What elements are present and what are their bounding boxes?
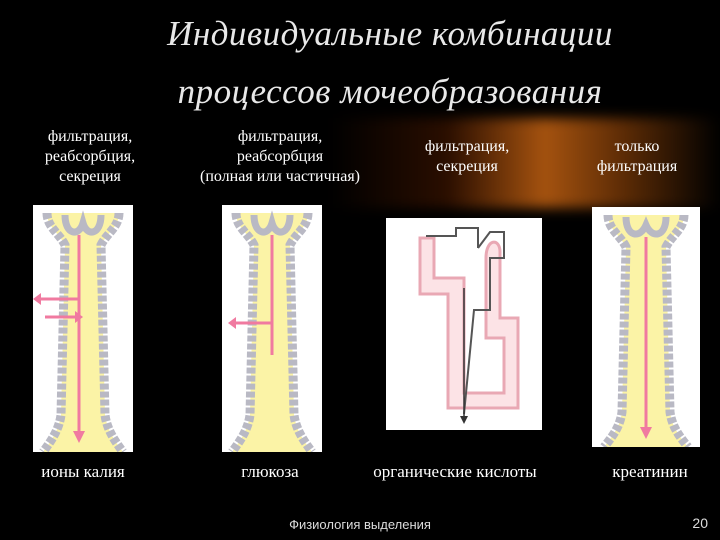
tubule-wall-left [604, 215, 626, 447]
page-number: 20 [692, 515, 708, 531]
caption-potassium-ions: ионы калия [18, 462, 148, 482]
header-filtration-only: только фильтрация [572, 137, 702, 177]
glomerulus-cup [254, 215, 290, 232]
caption-creatinine: креатинин [590, 462, 710, 482]
reabsorption-arrowhead [228, 317, 236, 329]
tubule-diagram-1 [33, 205, 133, 452]
header-2-line-2: реабсорбция [165, 147, 395, 167]
header-1-line-2: реабсорбция, [20, 147, 160, 167]
tubule-diagram-3 [386, 218, 542, 430]
slide-title-line-2: процессов мочеобразования [30, 72, 720, 112]
filtration-arrowhead [460, 416, 468, 424]
tubule-lumen [43, 213, 123, 452]
header-4-line-2: фильтрация [572, 157, 702, 177]
caption-organic-acids: органические кислоты [345, 462, 565, 482]
panel-glucose [222, 205, 322, 452]
header-2-line-1: фильтрация, [165, 127, 395, 147]
glomerulus-cup [626, 217, 666, 234]
tubule-outline [420, 238, 518, 408]
tubule-wall-left [43, 213, 65, 452]
panel-creatinine [592, 207, 700, 447]
glomerulus-cup [65, 215, 101, 232]
panel-potassium-ions [33, 205, 133, 452]
tubule-wall-right [101, 213, 123, 452]
panel-organic-acids [386, 218, 542, 430]
header-4-line-1: только [572, 137, 702, 157]
header-2-line-3: (полная или частичная) [165, 167, 395, 187]
slide-title-line-1: Индивидуальные комбинации [30, 14, 720, 54]
footer-text: Физиология выделения [0, 517, 720, 532]
reabsorption-arrowhead [33, 293, 41, 305]
header-1-line-3: секреция [20, 167, 160, 187]
caption-glucose: глюкоза [205, 462, 335, 482]
tubule-wall-right [290, 213, 312, 452]
tubule-diagram-2 [222, 205, 322, 452]
header-1-line-1: фильтрация, [20, 127, 160, 147]
tubule-diagram-4 [592, 207, 700, 447]
header-filtration-reabsorption: фильтрация, реабсорбция (полная или част… [165, 127, 395, 187]
tubule-wall-left [232, 213, 254, 452]
header-3-line-1: фильтрация, [392, 137, 542, 157]
header-filtration-secretion: фильтрация, секреция [392, 137, 542, 177]
tubule-wall-right [666, 215, 688, 447]
header-3-line-2: секреция [392, 157, 542, 177]
header-filtration-reabsorption-secretion: фильтрация, реабсорбция, секреция [20, 127, 160, 187]
